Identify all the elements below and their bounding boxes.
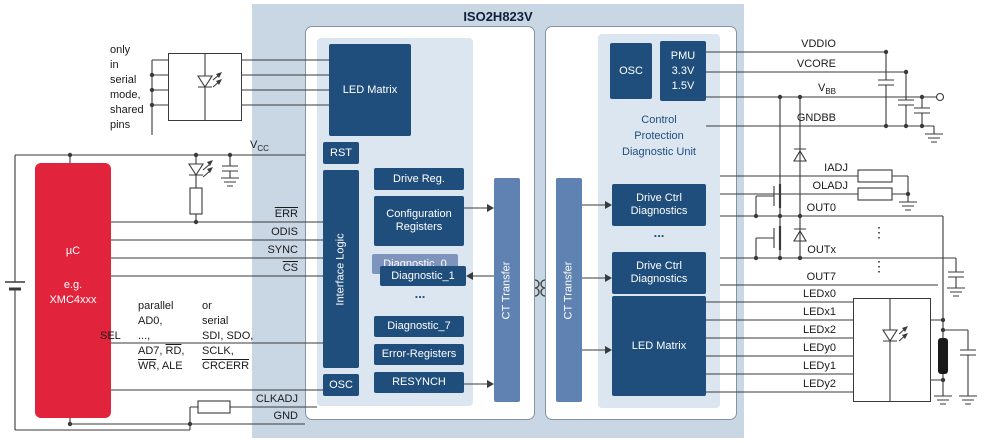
serial-label-1: or [202, 300, 212, 312]
parallel-label-2: AD0, [138, 315, 163, 327]
block-drive-reg: Drive Reg. [374, 168, 464, 190]
block-interface-logic: Interface Logic [323, 170, 359, 368]
cpdu-label: Control Protection Diagnostic Unit [622, 114, 696, 158]
pin-label-vbb: VBB [817, 82, 836, 96]
mcu-sublabel-1: e.g. [63, 279, 83, 291]
block-osc-left: OSC [323, 374, 359, 396]
pin-label-vcore: VCORE [796, 58, 836, 70]
block-rst: RST [323, 142, 359, 164]
diagnostic-ellipsis: ... [414, 286, 426, 301]
pin-label-ledy2: LEDy2 [802, 378, 836, 390]
pin-label-clkadj: CLKADJ [255, 393, 298, 405]
mcu-sublabel-2: XMC4xxx [49, 294, 97, 306]
right-wires [706, 51, 969, 396]
serial-label-3: SDI, SDO, [202, 330, 254, 342]
pin-label-ledy0: LEDy0 [802, 342, 836, 354]
pin-label-outx: OUTx [807, 244, 836, 256]
note-line-3: serial [110, 74, 137, 86]
pin-label-out0: OUT0 [806, 202, 836, 214]
arrow-icon [487, 380, 494, 388]
block-config-registers: Configuration Registers [374, 196, 464, 246]
led-indicator-icon [187, 155, 213, 222]
led-icon-top-left [196, 53, 222, 121]
drive-ctrl-ellipsis: ... [653, 225, 665, 240]
pin-label-sync: SYNC [267, 244, 298, 256]
chip-title: ISO2H823V [463, 9, 533, 24]
pin-label-ledx2: LEDx2 [802, 324, 836, 336]
pin-label-gnd: GND [273, 410, 298, 422]
parallel-label-1: parallel [138, 300, 174, 312]
out-ellipsis-1: ⋮ [872, 224, 886, 240]
terminal-icon-vbb [935, 92, 945, 102]
dataflow-arrows [464, 201, 612, 388]
pin-label-gndbb: GNDBB [796, 112, 836, 124]
arrow-icon [605, 274, 612, 282]
resistor-icon-oladj [857, 187, 893, 201]
pin-label-sel: SEL [100, 330, 121, 342]
block-led-matrix-right: LED Matrix [612, 296, 706, 396]
left-wires [14, 59, 329, 431]
parallel-label-5: WR, ALE [138, 360, 183, 372]
block-ct-transfer-left: CT Transfer [494, 178, 520, 402]
ground-icons [899, 126, 977, 405]
mosfet-1-icon [755, 97, 782, 216]
block-diagnostic-7: Diagnostic_7 [374, 316, 464, 337]
pin-label-vddio: VDDIO [801, 38, 836, 50]
block-pmu: PMU 3.3V 1.5V [660, 41, 706, 101]
out-ellipsis-2: ⋮ [872, 258, 886, 274]
mosfet-2-icon [755, 216, 782, 258]
block-drive-ctrl-1: Drive Ctrl Diagnostics [612, 184, 706, 226]
diode-icon-1 [793, 97, 807, 216]
block-osc-right: OSC [610, 43, 652, 99]
battery-icon [5, 281, 25, 291]
parallel-label-3: ..., [138, 330, 151, 342]
block-led-matrix-left: LED Matrix [329, 44, 411, 136]
block-resynch: RESYNCH [374, 372, 464, 393]
pin-label-err: ERR [274, 208, 298, 220]
note-line-2: in [110, 59, 119, 71]
pin-label-out7: OUT7 [806, 271, 836, 283]
resistor-icon-iadj [857, 169, 893, 183]
serial-label-2: serial [202, 315, 229, 327]
capacitor-icons-supply [878, 52, 976, 356]
ground-icon-vcc [221, 177, 239, 187]
note-line-1: only [110, 44, 131, 56]
resistor-icon-clkadj [197, 400, 231, 414]
mcu-label: µC [65, 245, 81, 257]
serial-label-5: CRCERR [202, 360, 250, 372]
block-ct-transfer-right: CT Transfer [556, 178, 582, 402]
block-error-registers: Error-Registers [374, 344, 464, 365]
inductor-icon [938, 338, 948, 374]
junction-dots [67, 49, 946, 427]
diode-icon-2 [793, 216, 807, 258]
note-line-6: pins [110, 119, 131, 131]
pin-label-iadj: IADJ [824, 162, 848, 174]
pin-label-oladj: OLADJ [812, 180, 848, 192]
pin-label-vcc: VCC [250, 139, 269, 153]
capacitor-icon-vcc [221, 155, 239, 187]
pin-label-odis: ODIS [271, 226, 298, 238]
led-icon-matrix-right [881, 298, 908, 402]
arrow-icon [605, 346, 612, 354]
arrow-icon [466, 272, 473, 280]
arrow-icon [605, 201, 612, 209]
note-line-4: mode, [110, 89, 141, 101]
block-diagnostic-1: Diagnostic_1 [380, 266, 466, 286]
resistor-icon-vcc [189, 187, 203, 215]
parallel-label-4: AD7, RD, [138, 345, 185, 357]
arrow-icon [487, 204, 494, 212]
transformer-icon [534, 279, 546, 297]
mcu-block: µC e.g. XMC4xxx [35, 163, 111, 418]
serial-label-4: SCLK, [202, 345, 234, 357]
pin-label-cs: CS [282, 262, 298, 274]
note-line-5: shared [110, 104, 144, 116]
pin-label-ledy1: LEDy1 [802, 360, 836, 372]
pin-label-ledx0: LEDx0 [802, 288, 836, 300]
external-led-matrix-box [853, 298, 931, 402]
pin-label-ledx1: LEDx1 [802, 306, 836, 318]
block-drive-ctrl-2: Drive Ctrl Diagnostics [612, 252, 706, 294]
